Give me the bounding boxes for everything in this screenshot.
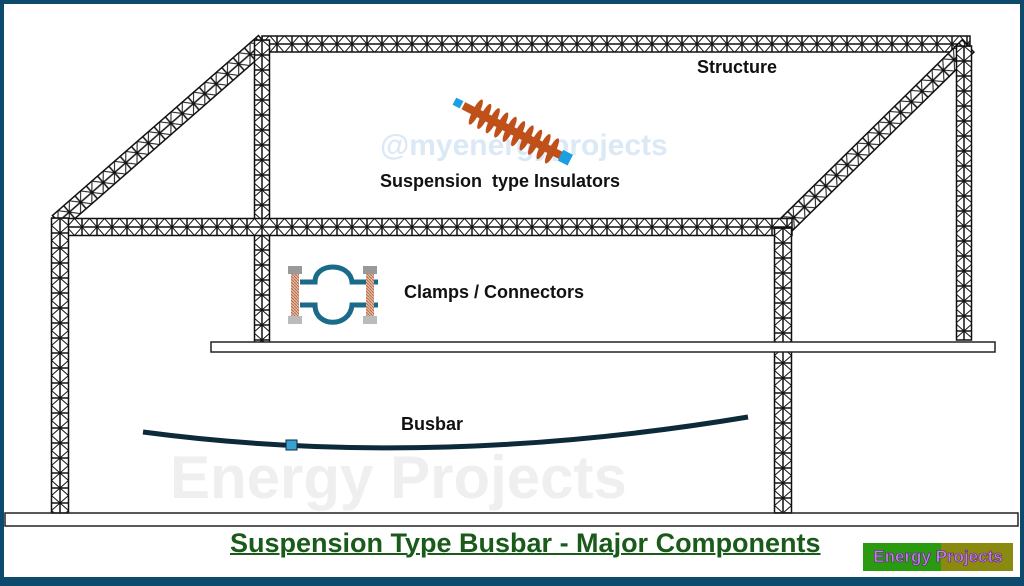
suspension-insulator [452,97,573,166]
truss-front-top [51,217,793,237]
label-clamps: Clamps / Connectors [404,282,585,302]
column-front-left [50,217,70,514]
brand-logo: Energy Projects [863,543,1013,571]
truss-right-diagonal [775,38,976,236]
insulator-end-fitting [557,149,573,166]
insulator-shed [536,134,551,160]
diagram-title: Suspension Type Busbar - Major Component… [230,528,821,558]
label-insulators: Suspension type Insulators [380,171,621,191]
insulator-shed [527,129,543,155]
busbar-clamp-marker [285,439,298,451]
watermark-brand: Energy Projects [170,444,627,511]
insulator-shed [477,103,492,129]
insulator-shed [511,121,526,147]
label-busbar: Busbar [401,414,464,434]
insulator-shed [544,138,560,164]
insulator-shed [494,112,509,138]
busbar-conductor [142,414,749,451]
clamp-connector [288,264,378,325]
column-back-right [955,45,973,341]
label-structure: Structure [697,57,778,77]
truss-left-diagonal [51,34,271,230]
front-ground-slab [4,512,1019,527]
back-ground-slab [210,341,996,353]
column-front-right [773,227,793,514]
truss-back-top [261,35,971,53]
column-back-left [253,39,271,347]
insulator-shed [485,108,500,134]
insulator-shed [519,125,534,151]
structure-trusses [50,34,976,514]
insulator-shed [468,99,483,125]
insulator-shed [502,116,517,142]
